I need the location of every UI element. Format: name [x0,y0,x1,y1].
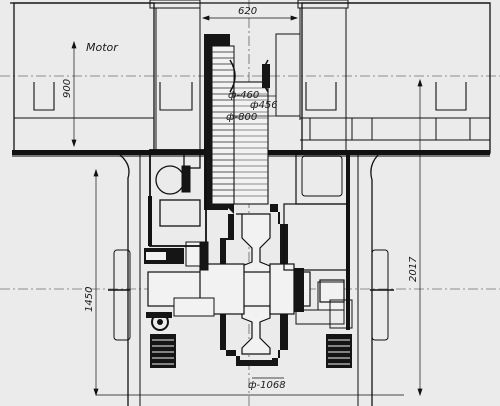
axle-assembly [144,204,345,366]
brake-blocks [146,299,353,368]
dim-label-800: ф-800 [226,112,257,123]
gearcase-wall [220,204,288,366]
large-gear-teeth [234,87,268,197]
bracket-3 [305,82,337,111]
pinion-teeth [212,51,234,197]
wheel-outlines [96,249,404,396]
dim-label-900: 900 [62,79,73,98]
dim-label-620: 620 [238,6,257,17]
dim-label-1450: 1450 [84,287,95,312]
right-wheel-rim [371,249,389,341]
motor-label: Motor [86,41,119,54]
gear-train [202,33,301,210]
bracket-4 [435,82,467,111]
dim-label-2017: 2017 [408,256,419,282]
left-inner-mechanism [148,149,209,271]
bracket-1 [33,82,55,111]
dim-label-456: ф456 [250,100,278,111]
left-brake-block [150,334,176,368]
dimension-lines [71,15,423,397]
large-gear-wheel [233,81,269,205]
gear-cover [275,33,301,117]
dim-label-1068: ф-1068 [248,380,286,391]
dim-label-460: ф-460 [228,90,259,101]
right-brake-block [326,334,352,368]
bracket-2 [159,82,193,111]
motor-brackets [33,82,467,111]
left-wheel-rim [113,249,131,341]
